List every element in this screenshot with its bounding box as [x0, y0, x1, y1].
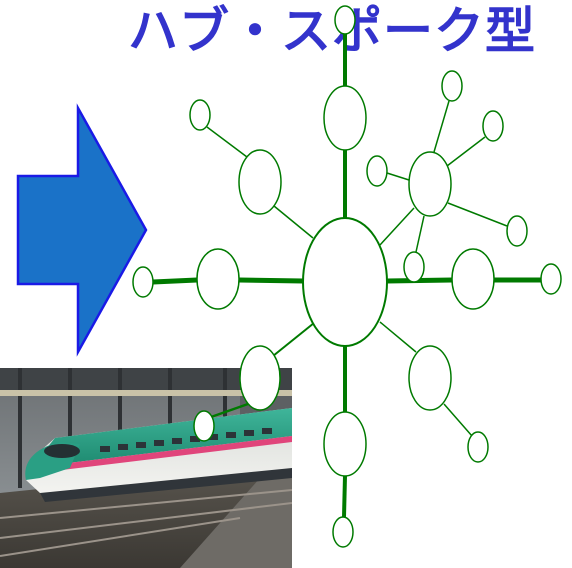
spoke-hub-lower-left [272, 322, 315, 357]
lower-left-end-node [193, 410, 215, 442]
lower-right-end-node [467, 431, 489, 463]
lower-right-node [408, 345, 452, 411]
top-node [323, 85, 367, 151]
spoke-hub-upper-left [273, 205, 314, 239]
spoke-subhub-leaf-d [447, 202, 508, 227]
spoke-lower-right-end [443, 403, 473, 437]
bottom-end-node [332, 516, 354, 548]
upper-left-end-node [189, 99, 211, 131]
spoke-left-end [152, 277, 198, 285]
right-node [451, 248, 495, 310]
spoke-subhub-leaf-a [433, 100, 450, 153]
spoke-upper-left-end [206, 126, 248, 158]
hub-node [302, 217, 388, 347]
spoke-subhub-leaf-b [446, 136, 486, 167]
sub-hub-leaf-c [366, 155, 388, 187]
lower-left-node [239, 345, 281, 411]
spoke-bottom-end [342, 475, 347, 518]
left-end-node [132, 266, 154, 298]
sub-hub-leaf-e [403, 251, 425, 283]
spoke-lower-left-end [210, 402, 249, 419]
left-node [196, 248, 240, 310]
spoke-hub-lower-right [379, 321, 417, 353]
network-nodes [132, 5, 562, 548]
bullet-train-photo [0, 368, 292, 568]
sub-hub-leaf-b [482, 110, 504, 142]
bottom-node [323, 411, 367, 477]
sub-hub-node [408, 151, 452, 217]
sub-hub-leaf-a [441, 70, 463, 102]
spoke-subhub-leaf-e [415, 215, 425, 253]
right-arrow-icon [16, 103, 148, 357]
top-end-node [334, 5, 356, 35]
upper-left-node [238, 149, 282, 215]
spoke-subhub-leaf-c [386, 172, 410, 181]
spoke-hub-subhub [379, 207, 415, 246]
diagram-title: ハブ・スポーク型 [128, 2, 536, 60]
sub-hub-leaf-d [506, 215, 528, 247]
spoke-hub-left [238, 277, 304, 284]
right-end-node [540, 263, 562, 295]
